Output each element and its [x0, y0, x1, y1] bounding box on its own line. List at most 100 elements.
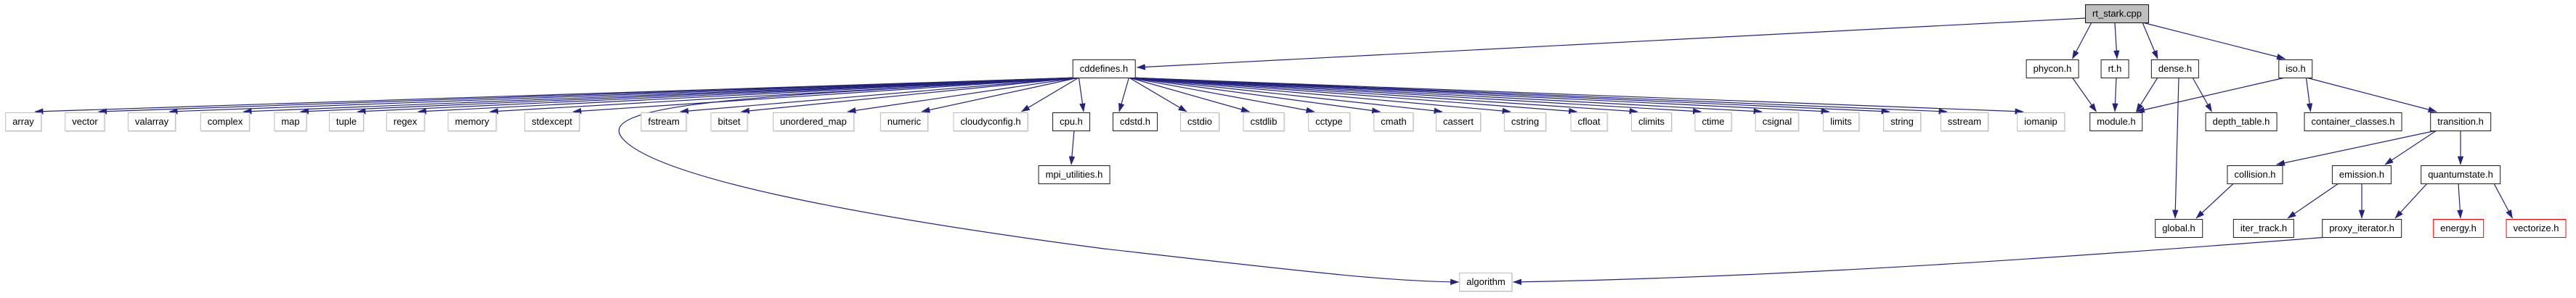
edge-cddefines_h-numeric — [921, 77, 1079, 113]
edge-phycon_h-module_h — [2072, 77, 2097, 112]
edge-iso_h-transition_h — [2306, 77, 2437, 113]
edge-rt_stark_cpp-phycon_h — [2071, 22, 2092, 59]
node-cddefines_h[interactable]: cddefines.h — [1072, 59, 1136, 78]
edge-transition_h-collision_h — [2275, 130, 2437, 166]
edge-cddefines_h-valarray — [168, 77, 1079, 115]
edge-cddefines_h-stdexcept — [572, 77, 1079, 115]
node-transition_h[interactable]: transition.h — [2430, 112, 2491, 131]
edge-cddefines_h-cstdlib — [1129, 77, 1251, 112]
edge-cddefines_h-sstream — [1129, 77, 1948, 115]
node-emission_h[interactable]: emission.h — [2331, 165, 2392, 184]
node-fstream: fstream — [641, 112, 687, 131]
edge-dense_h-module_h — [2135, 77, 2158, 112]
node-string: string — [1883, 112, 1921, 131]
node-limits: limits — [1823, 112, 1859, 131]
edge-iso_h-container_classes_h — [2305, 77, 2313, 112]
edge-cddefines_h-cmath — [1129, 77, 1381, 114]
node-cdstd_h[interactable]: cdstd.h — [1113, 112, 1158, 131]
node-phycon_h[interactable]: phycon.h — [2026, 59, 2079, 78]
edge-cddefines_h-tuple — [357, 77, 1079, 115]
node-stdexcept: stdexcept — [524, 112, 580, 131]
edge-rt_stark_cpp-cddefines_h — [1136, 17, 2087, 70]
node-memory: memory — [447, 112, 497, 131]
edge-quantumstate_h-vectorize_h — [2493, 183, 2514, 219]
edge-proxy_iterator_h-algorithm — [1512, 236, 2328, 285]
edge-cddefines_h-climits — [1129, 77, 1638, 115]
node-bitset: bitset — [710, 112, 748, 131]
edge-cddefines_h-map — [299, 77, 1079, 115]
node-cpu_h[interactable]: cpu.h — [1052, 112, 1090, 131]
node-sstream: sstream — [1940, 112, 1989, 131]
node-csignal: csignal — [1755, 112, 1800, 131]
node-unordered_map: unordered_map — [773, 112, 854, 131]
edge-rt_stark_cpp-iso_h — [2142, 22, 2286, 60]
edge-cpu_h-mpi_utilities_h — [1068, 130, 1076, 165]
node-cmath: cmath — [1373, 112, 1414, 131]
node-container_classes_h[interactable]: container_classes.h — [2304, 112, 2402, 131]
node-module_h[interactable]: module.h — [2089, 112, 2143, 131]
node-collision_h[interactable]: collision.h — [2227, 165, 2283, 184]
node-ctime: ctime — [1694, 112, 1732, 131]
edge-cddefines_h-regex — [417, 77, 1079, 115]
edge-emission_h-iter_track_h — [2287, 183, 2339, 219]
node-array: array — [5, 112, 41, 131]
edge-cddefines_h-cfloat — [1129, 77, 1578, 115]
node-cstdio: cstdio — [1180, 112, 1219, 131]
node-energy_h[interactable]: energy.h — [2433, 219, 2484, 238]
node-cctype: cctype — [1308, 112, 1350, 131]
edge-cddefines_h-cassert — [1129, 77, 1443, 114]
node-iso_h[interactable]: iso.h — [2278, 59, 2313, 78]
node-iter_track_h[interactable]: iter_track.h — [2232, 219, 2295, 238]
node-cloudyconfig_h: cloudyconfig.h — [953, 112, 1028, 131]
edge-rt_stark_cpp-dense_h — [2142, 22, 2158, 59]
edge-cddefines_h-cloudyconfig_h — [1020, 77, 1079, 112]
node-rt_stark_cpp: rt_stark.cpp — [2085, 4, 2149, 23]
edge-cddefines_h-fstream — [679, 77, 1079, 115]
node-dense_h[interactable]: dense.h — [2150, 59, 2200, 78]
node-valarray: valarray — [127, 112, 176, 131]
node-complex: complex — [200, 112, 251, 131]
edge-cddefines_h-cctype — [1129, 77, 1315, 114]
node-global_h[interactable]: global.h — [2155, 219, 2203, 238]
edge-cddefines_h-unordered_map — [847, 77, 1079, 114]
node-cassert: cassert — [1436, 112, 1481, 131]
node-vectorize_h[interactable]: vectorize.h — [2506, 219, 2567, 238]
node-numeric: numeric — [879, 112, 929, 131]
edge-rt_h-module_h — [2112, 77, 2118, 112]
node-map: map — [274, 112, 307, 131]
edge-cddefines_h-vector — [97, 77, 1079, 115]
node-rt_h[interactable]: rt.h — [2100, 59, 2129, 78]
edge-iso_h-module_h — [2135, 77, 2286, 113]
node-cstdlib: cstdlib — [1243, 112, 1285, 131]
node-tuple: tuple — [328, 112, 365, 131]
edge-cddefines_h-csignal — [1129, 77, 1763, 115]
node-climits: climits — [1630, 112, 1673, 131]
node-mpi_utilities_h[interactable]: mpi_utilities.h — [1038, 165, 1110, 184]
edge-cddefines_h-limits — [1129, 77, 1830, 115]
node-quantumstate_h[interactable]: quantumstate.h — [2421, 165, 2500, 184]
edge-dense_h-depth_table_h — [2192, 77, 2213, 112]
node-vector: vector — [65, 112, 105, 131]
node-proxy_iterator_h[interactable]: proxy_iterator.h — [2322, 219, 2402, 238]
edge-cddefines_h-cpu_h — [1078, 77, 1086, 112]
node-cstring: cstring — [1503, 112, 1547, 131]
edge-dense_h-global_h — [2172, 77, 2179, 219]
edge-cddefines_h-cstring — [1129, 77, 1511, 115]
edge-cddefines_h-algorithm — [618, 76, 1460, 286]
edge-collision_h-global_h — [2195, 183, 2234, 219]
edge-rt_stark_cpp-rt_h — [2113, 22, 2120, 59]
node-algorithm: algorithm — [1459, 273, 1513, 291]
edge-transition_h-emission_h — [2384, 130, 2437, 165]
edge-cddefines_h-iomanip — [1129, 77, 2024, 115]
edge-quantumstate_h-proxy_iterator_h — [2394, 183, 2428, 219]
edge-cddefines_h-ctime — [1129, 77, 1702, 115]
edge-quantumstate_h-energy_h — [2457, 183, 2463, 219]
edge-cddefines_h-cdstd_h — [1118, 77, 1130, 112]
edge-cddefines_h-bitset — [740, 77, 1079, 115]
node-depth_table_h[interactable]: depth_table.h — [2205, 112, 2278, 131]
node-iomanip: iomanip — [2017, 112, 2065, 131]
node-regex: regex — [386, 112, 425, 131]
node-cfloat: cfloat — [1570, 112, 1608, 131]
